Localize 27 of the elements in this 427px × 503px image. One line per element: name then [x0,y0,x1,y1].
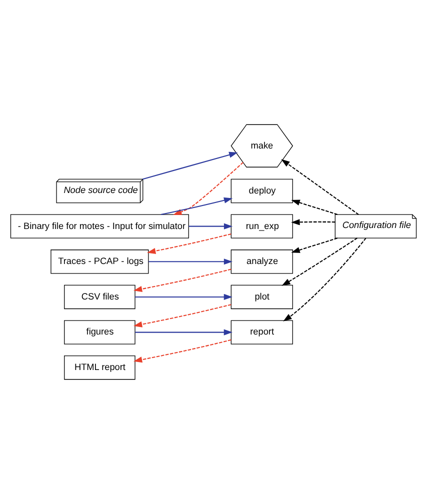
arrow [135,328,233,335]
node-box: report [230,320,293,344]
arrow [283,237,366,321]
node-box: analyze [230,249,293,274]
node-box: deploy [230,178,293,203]
arrow [133,338,232,362]
arrow [148,258,233,264]
arrow [291,218,336,225]
node-box: figures [64,320,136,344]
arrow [291,237,338,252]
arrow [282,237,358,286]
arrow [188,222,233,229]
node-box: plot [230,284,293,309]
arrow [133,268,232,292]
arrow [142,151,238,180]
arrow [133,304,232,327]
arrow [160,196,233,215]
arrow [281,158,359,214]
arrow [173,162,244,215]
node-box: HTML report [64,355,136,380]
node-box: Traces - PCAP - logs [50,249,149,274]
node-box: - Binary file for motes - Input for simulator [10,214,189,238]
arrow [135,293,233,300]
node-box: run_exp [230,214,293,238]
arrow [291,199,338,214]
node-box: CSV files [64,284,136,309]
arrow [146,232,232,254]
